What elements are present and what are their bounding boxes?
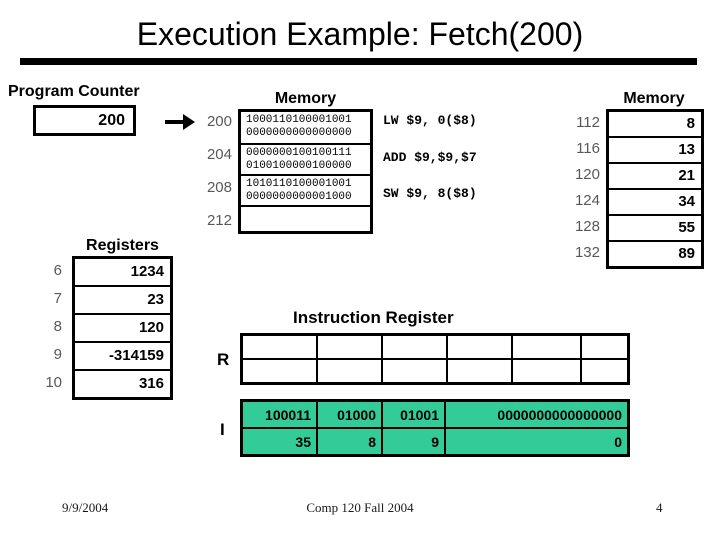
register-number: 9 [53, 346, 62, 363]
r-field-cell [580, 333, 630, 360]
registers-label: Registers [86, 237, 159, 254]
i-field-rt-binary: 01001 [381, 399, 446, 429]
register-number: 10 [45, 374, 62, 391]
footer-date: 9/9/2004 [62, 500, 109, 515]
i-format-label: I [220, 420, 225, 439]
register-number: 6 [53, 262, 62, 279]
r-field-cell [381, 333, 448, 360]
memory-binary-line: 1000110100001001 [246, 114, 352, 126]
data-memory-box: 8 13 21 34 55 89 [606, 109, 704, 269]
register-value: 120 [75, 313, 170, 341]
instruction-memory-label: Memory [274, 90, 337, 107]
data-memory-address: 120 [574, 166, 600, 183]
memory-binary-line: 1010110100001001 [246, 178, 352, 190]
instruction-memory-box: 1000110100001001 0000000000000000 000000… [238, 109, 373, 234]
memory-cell: 0000000100100111 0100100000100000 [241, 143, 370, 174]
r-field-cell [446, 358, 513, 385]
memory-binary-line: 0000000000001000 [246, 191, 352, 203]
memory-binary-line: 0000000000000000 [246, 127, 352, 139]
program-counter-box: 200 [33, 105, 136, 136]
i-field-rs-decimal: 8 [316, 427, 383, 457]
data-memory-address: 116 [576, 140, 600, 157]
instruction-text: SW $9, 8($8) [383, 186, 477, 201]
instruction-text: LW $9, 0($8) [383, 113, 477, 128]
data-memory-value: 8 [686, 115, 695, 132]
data-memory-address: 112 [576, 114, 600, 131]
r-field-cell [580, 358, 630, 385]
program-counter-label: Program Counter [8, 83, 140, 100]
memory-address: 200 [206, 113, 232, 130]
r-field-cell [240, 358, 318, 385]
data-memory-address: 132 [574, 244, 600, 261]
i-field-opcode-decimal: 35 [240, 427, 318, 457]
memory-cell: 1010110100001001 0000000000001000 [241, 174, 370, 205]
program-counter-value: 200 [98, 112, 125, 129]
data-memory-label: Memory [623, 90, 685, 107]
register-value: 23 [75, 285, 170, 313]
data-memory-address: 124 [574, 192, 600, 209]
instruction-text: ADD $9,$9,$7 [383, 150, 477, 165]
r-field-cell [316, 358, 383, 385]
data-memory-address: 128 [574, 218, 600, 235]
arrow-right-icon [165, 114, 195, 130]
register-number: 8 [53, 318, 62, 335]
r-field-cell [511, 358, 582, 385]
footer-page-number: 4 [656, 500, 663, 515]
r-format-grid [240, 333, 630, 385]
data-memory-value: 21 [609, 162, 701, 188]
register-value: 1234 [130, 263, 164, 280]
memory-binary-line: 0100100000100000 [246, 160, 352, 172]
memory-binary-line: 0000000100100111 [246, 147, 352, 159]
r-field-cell [511, 333, 582, 360]
register-number: 7 [53, 290, 62, 307]
register-value: 316 [75, 369, 170, 397]
memory-address: 204 [206, 146, 232, 163]
footer-course: Comp 120 Fall 2004 [306, 500, 414, 515]
memory-address: 212 [206, 212, 232, 229]
data-memory-value: 55 [609, 214, 701, 240]
i-field-rt-decimal: 9 [381, 427, 446, 457]
data-memory-value: 34 [609, 188, 701, 214]
register-value: -314159 [75, 341, 170, 369]
registers-box: 1234 23 120 -314159 316 [72, 256, 173, 400]
slide-title: Execution Example: Fetch(200) [136, 16, 584, 52]
r-field-cell [316, 333, 383, 360]
i-field-opcode-binary: 100011 [240, 399, 318, 429]
data-memory-value: 13 [609, 136, 701, 162]
instruction-register-label: Instruction Register [293, 308, 454, 327]
r-field-cell [381, 358, 448, 385]
i-field-immediate-decimal: 0 [444, 427, 630, 457]
r-field-cell [446, 333, 513, 360]
r-field-cell [240, 333, 318, 360]
memory-address: 208 [206, 179, 232, 196]
data-memory-value: 89 [609, 240, 701, 266]
r-format-label: R [217, 350, 230, 369]
memory-cell: 1000110100001001 0000000000000000 [241, 112, 370, 143]
title-rule [20, 58, 697, 65]
i-field-rs-binary: 01000 [316, 399, 383, 429]
memory-cell [241, 205, 370, 231]
i-format-grid: 100011 01000 01001 0000000000000000 35 8… [240, 399, 630, 457]
i-field-immediate-binary: 0000000000000000 [444, 399, 630, 429]
